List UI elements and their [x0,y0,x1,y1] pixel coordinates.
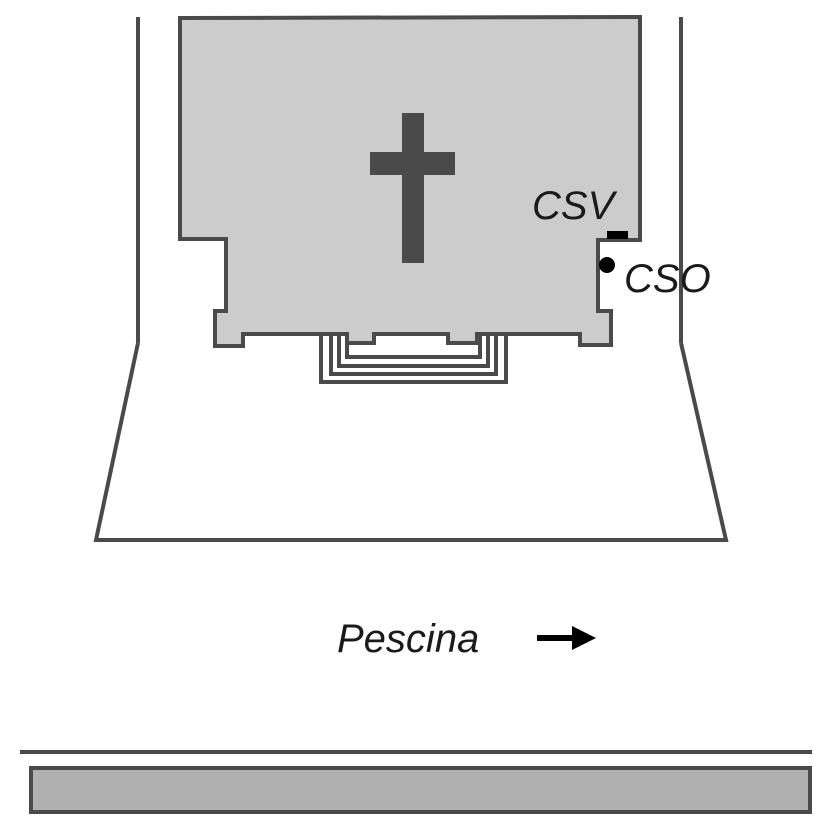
cross-icon [370,113,455,263]
churchyard-outline [93,342,729,542]
pescina-label: Pescina [337,617,479,661]
cso-label: CSO [624,257,711,301]
csv-marker [607,231,628,239]
arrow-right-icon [537,626,596,650]
csv-label: CSV [532,184,618,228]
entrance-steps [319,335,508,384]
cso-marker [599,257,615,273]
road [29,766,812,814]
